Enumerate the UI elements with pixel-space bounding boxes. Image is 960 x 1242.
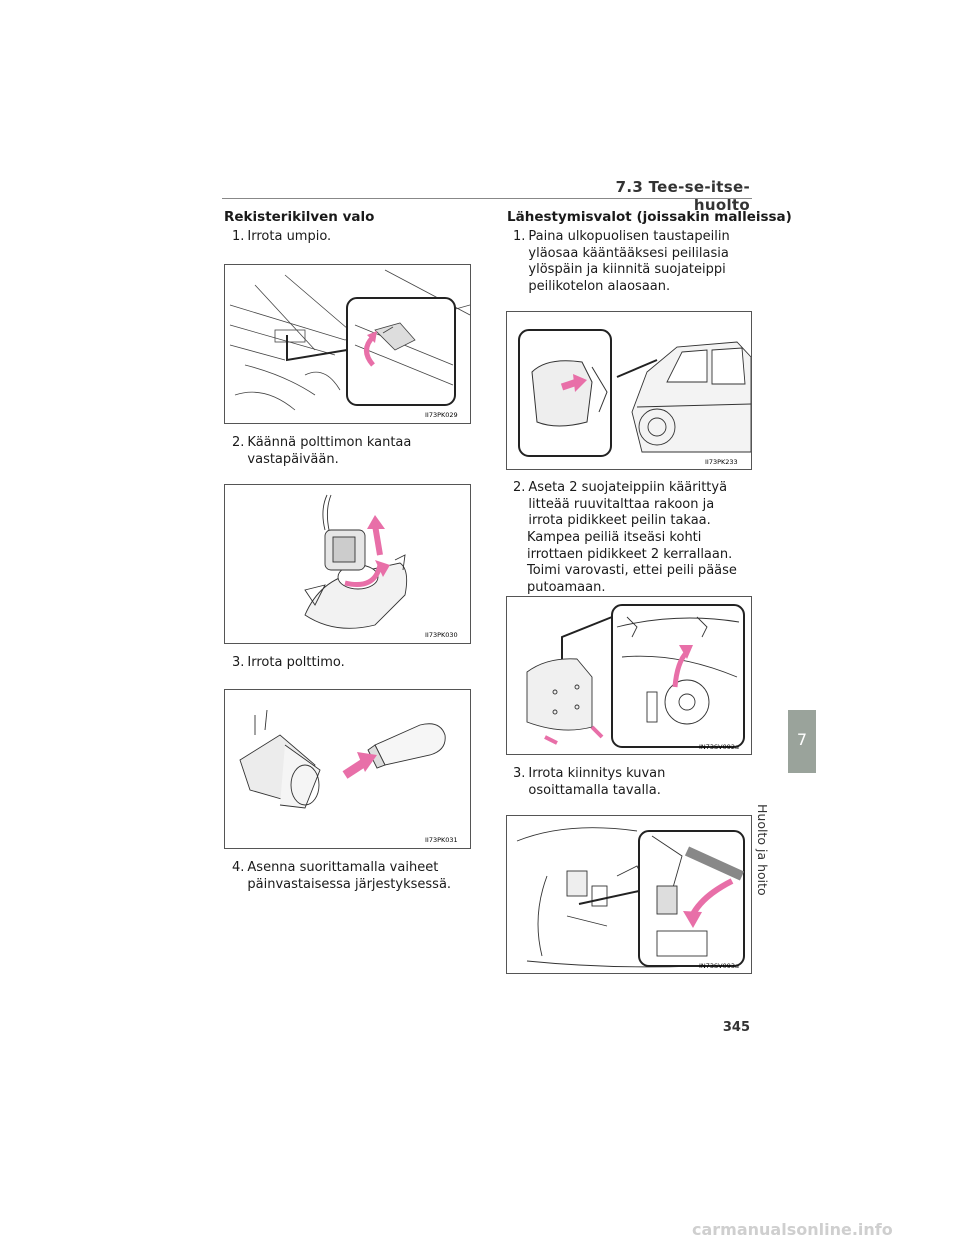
page-number: 345 [722, 1020, 750, 1035]
step-number: 2. [513, 480, 526, 495]
step-text: Käännä polttimon kantaa vastapäivään. [247, 435, 412, 467]
chapter-number: 7 [796, 730, 808, 749]
chapter-label: Huolto ja hoito [755, 804, 770, 896]
left-step-1: 1. Irrota umpio. [232, 229, 472, 246]
left-heading: Rekisterikilven valo [224, 209, 375, 225]
figure-mirror-glass: II73PK233 [506, 311, 752, 470]
step-number: 2. [232, 435, 245, 450]
step-text: Irrota polttimo. [247, 655, 345, 670]
step-text: Irrota kiinnitys kuvan osoittamalla tava… [528, 766, 666, 798]
left-step-3: 3. Irrota polttimo. [232, 655, 462, 672]
left-step-2: 2. Käännä polttimon kantaa vastapäivään. [232, 435, 462, 468]
right-step-1: 1. Paina ulkopuolisen taustapeilin yläos… [513, 229, 743, 295]
figure-connector: IN73SV093a [506, 815, 752, 974]
right-step-3: 3. Irrota kiinnitys kuvan osoittamalla t… [513, 766, 743, 799]
step-number: 1. [513, 229, 526, 244]
step-number: 3. [513, 766, 526, 781]
figure-bulb-base: II73PK030 [224, 484, 471, 644]
figure-bulb-removal: II73PK031 [224, 689, 471, 849]
figure-code: II73PK030 [425, 631, 458, 639]
section-title: 7.3 Tee-se-itse-huolto [615, 178, 750, 214]
right-heading: Lähestymisvalot (joissakin malleissa) [507, 209, 792, 225]
figure-code: IN73SV092a [699, 743, 739, 751]
step-text: Paina ulkopuolisen taustapeilin yläosaa … [528, 229, 730, 294]
step-text: Asenna suorittamalla vaiheet päinvastais… [247, 860, 452, 892]
figure-mirror-clips: IN73SV092a [506, 596, 752, 755]
right-step-2-note: Kampea peiliä itseäsi kohti irrottaen pi… [527, 530, 737, 595]
header-rule [222, 198, 752, 199]
step-text: Irrota umpio. [247, 229, 332, 244]
figure-lamp-cover: II73PK029 [224, 264, 471, 424]
step-number: 1. [232, 229, 245, 244]
step-text: Aseta 2 suojateippiin käärittyä litteää … [528, 480, 728, 528]
figure-code: IN73SV093a [699, 962, 739, 970]
chapter-tab [788, 710, 816, 773]
right-step-2: 2. Aseta 2 suojateippiin käärittyä litte… [513, 480, 748, 530]
figure-code: II73PK233 [705, 458, 738, 466]
figure-code: II73PK029 [425, 411, 458, 419]
left-step-4: 4. Asenna suorittamalla vaiheet päinvast… [232, 860, 472, 893]
footer-watermark: carmanualsonline.info [692, 1220, 893, 1239]
step-number: 3. [232, 655, 245, 670]
figure-code: II73PK031 [425, 836, 458, 844]
step-number: 4. [232, 860, 245, 875]
